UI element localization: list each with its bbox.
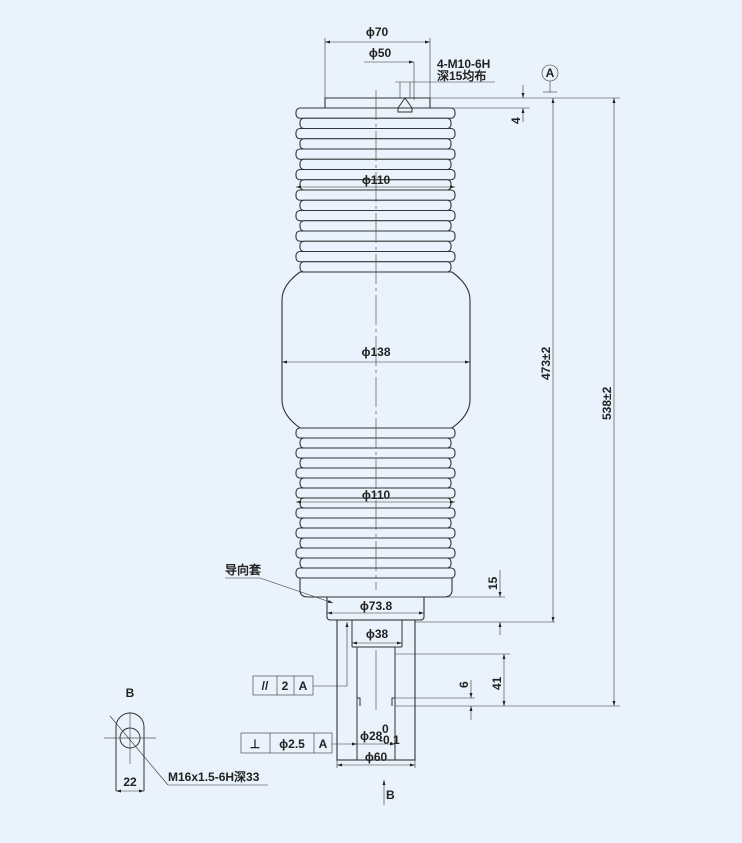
dim-inner: ϕ38	[366, 627, 389, 641]
rib	[295, 107, 456, 119]
guide-sleeve-label: 导向套	[225, 562, 262, 577]
dim-473: 473±2	[539, 346, 553, 380]
dim-mid: ϕ138	[361, 345, 390, 359]
rib	[299, 437, 452, 449]
rib	[299, 517, 452, 529]
rib	[295, 467, 456, 479]
dim-flange: ϕ73.8	[360, 599, 393, 613]
svg-text:A: A	[299, 679, 308, 693]
rib	[295, 127, 456, 140]
rib	[295, 148, 456, 160]
dim-stem-length: 41	[490, 676, 504, 690]
tol-upper: 0	[382, 722, 389, 736]
svg-text://: //	[262, 679, 269, 693]
insulator-body	[281, 90, 471, 761]
dim-shaft: ϕ28	[360, 729, 383, 743]
rib	[299, 261, 452, 273]
dimension-labels: ϕ70 ϕ50 4-M10-6H 深15均布 A 4 ϕ110 ϕ138 ϕ11…	[225, 25, 614, 802]
rib	[295, 427, 456, 439]
rib	[295, 447, 456, 459]
tol-lower: -0.1	[379, 733, 400, 747]
view-arrow-label: B	[386, 788, 395, 802]
view-b: B 22 M16x1.5-6H深33	[104, 686, 268, 793]
upper-ribs	[295, 107, 456, 273]
dim-538: 538±2	[600, 386, 614, 420]
rib	[299, 117, 452, 130]
dim-rib-upper: ϕ110	[362, 173, 391, 187]
dim-bolt-circle: ϕ50	[369, 46, 392, 60]
thread-note-1: 4-M10-6H	[437, 57, 490, 71]
dim-width-22: 22	[123, 775, 137, 789]
svg-text:A: A	[319, 737, 328, 751]
rib	[295, 547, 456, 559]
rib	[299, 457, 452, 469]
dim-top-step: 4	[509, 117, 523, 124]
rib	[295, 189, 456, 201]
rib	[299, 557, 452, 569]
rib	[299, 477, 452, 489]
rib	[295, 250, 456, 263]
rib	[299, 240, 452, 253]
rib	[299, 199, 452, 212]
svg-text:⊥: ⊥	[250, 737, 260, 751]
dim-rib-lower: ϕ110	[362, 488, 391, 502]
dim-flange-height: 15	[486, 576, 500, 590]
tolerance-frame-perpendicular: ⊥ ϕ2.5 A	[240, 732, 333, 754]
rib	[295, 507, 456, 519]
dim-step-6: 6	[457, 681, 471, 688]
view-b-label: B	[126, 686, 135, 700]
rib	[295, 527, 456, 539]
svg-text:2: 2	[282, 679, 289, 693]
rib	[295, 567, 456, 579]
rib	[299, 138, 452, 150]
dim-stem: ϕ60	[365, 750, 388, 764]
dim-top-outer: ϕ70	[366, 25, 389, 39]
datum-a: A	[546, 66, 555, 80]
rib	[295, 230, 456, 242]
thread-note-2: 深15均布	[437, 68, 486, 83]
rib	[299, 537, 452, 549]
bottom-thread-note: M16x1.5-6H深33	[168, 769, 260, 784]
svg-text:ϕ2.5: ϕ2.5	[279, 737, 305, 751]
tolerance-frame-parallel: // 2 A	[252, 675, 314, 696]
lower-ribs	[295, 427, 456, 579]
rib	[299, 220, 452, 232]
top-thread-hole	[397, 97, 413, 113]
rib	[299, 158, 452, 171]
rib	[295, 209, 456, 222]
dimension-lines	[225, 38, 620, 805]
